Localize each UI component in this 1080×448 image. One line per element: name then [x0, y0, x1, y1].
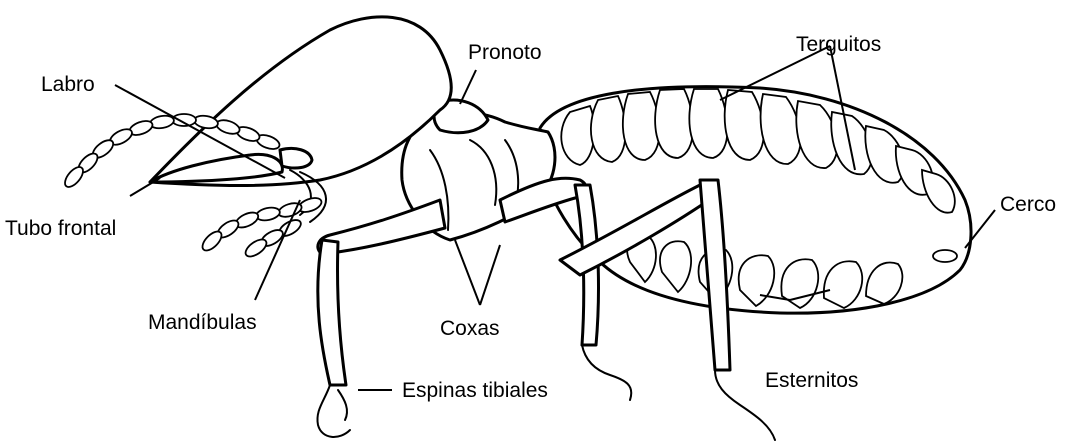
label-espinas-tibiales: Espinas tibiales	[402, 380, 548, 401]
label-esternitos: Esternitos	[765, 370, 858, 391]
cercus	[933, 250, 957, 262]
label-cerco: Cerco	[1000, 194, 1056, 215]
label-mandibulas: Mandíbulas	[148, 312, 257, 333]
label-coxas: Coxas	[440, 318, 500, 339]
label-terguitos: Terguitos	[796, 34, 881, 55]
label-pronoto: Pronoto	[468, 42, 542, 63]
labrum	[280, 148, 312, 168]
antenna-lower	[199, 195, 323, 260]
label-tubo-frontal: Tubo frontal	[5, 218, 116, 239]
label-labro: Labro	[41, 74, 95, 95]
